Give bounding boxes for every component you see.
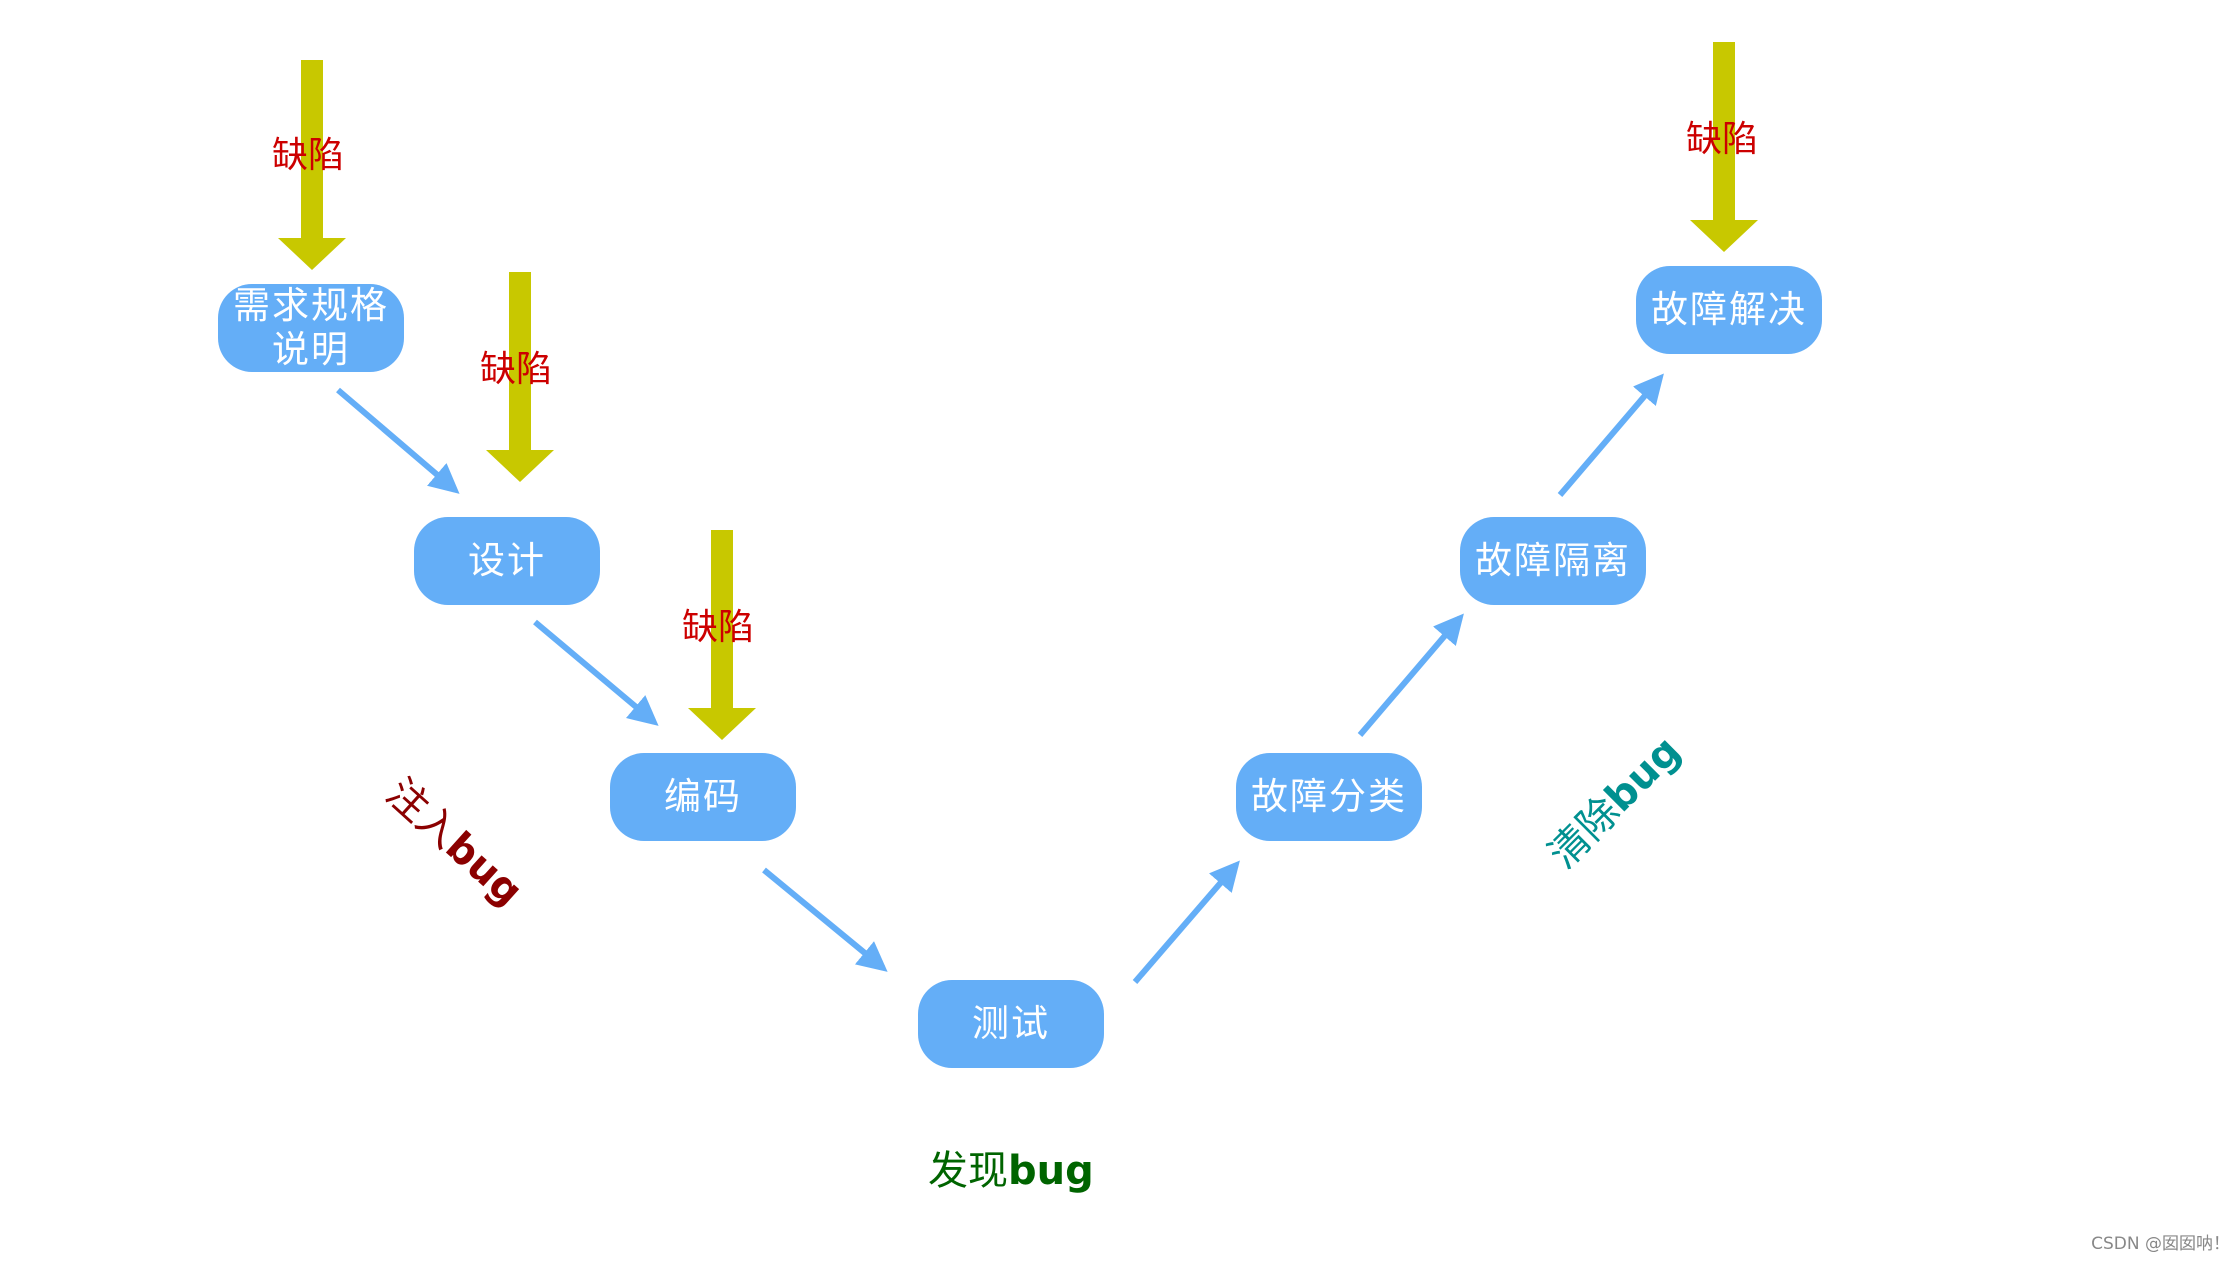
phase-discover-cn: 发现	[928, 1148, 1008, 1194]
node-classify-label: 故障分类	[1251, 775, 1407, 818]
node-coding: 编码	[610, 753, 796, 841]
defect-arrow-requirements	[278, 60, 346, 270]
defect-label-coding: 缺陷	[682, 607, 755, 648]
node-resolve-label: 故障解决	[1651, 288, 1807, 331]
watermark: CSDN @囡囡呐！	[2091, 1234, 2230, 1254]
node-requirements-line1: 需求规格	[233, 284, 389, 327]
flow-arrow-testing-to-classify	[1132, 860, 1240, 984]
defect-arrow-resolve	[1690, 42, 1758, 252]
phase-discover-en: bug	[1008, 1148, 1094, 1194]
node-requirements: 需求规格 说明	[218, 284, 404, 372]
node-testing-label: 测试	[972, 1002, 1050, 1045]
defect-label-design: 缺陷	[480, 349, 553, 390]
defect-label-resolve: 缺陷	[1686, 119, 1759, 160]
flow-arrow-isolate-to-resolve	[1557, 373, 1664, 497]
flow-arrow-coding-to-testing	[762, 867, 888, 972]
defect-arrow-coding	[688, 530, 756, 740]
node-design-label: 设计	[468, 539, 546, 582]
node-isolate-label: 故障隔离	[1475, 539, 1631, 582]
defect-label-requirements: 缺陷	[272, 135, 345, 176]
node-isolate: 故障隔离	[1460, 517, 1646, 605]
node-classify: 故障分类	[1236, 753, 1422, 841]
phase-label-discover: 发现bug	[928, 1148, 1094, 1194]
node-resolve: 故障解决	[1636, 266, 1822, 354]
node-design: 设计	[414, 517, 600, 605]
flow-arrow-requirements-to-design	[336, 387, 460, 494]
node-coding-label: 编码	[664, 775, 742, 818]
flow-arrow-classify-to-isolate	[1357, 613, 1464, 737]
flow-arrow-design-to-coding	[533, 619, 659, 726]
node-testing: 测试	[918, 980, 1104, 1068]
node-requirements-line2: 说明	[272, 328, 350, 371]
defect-arrow-design	[486, 272, 554, 482]
